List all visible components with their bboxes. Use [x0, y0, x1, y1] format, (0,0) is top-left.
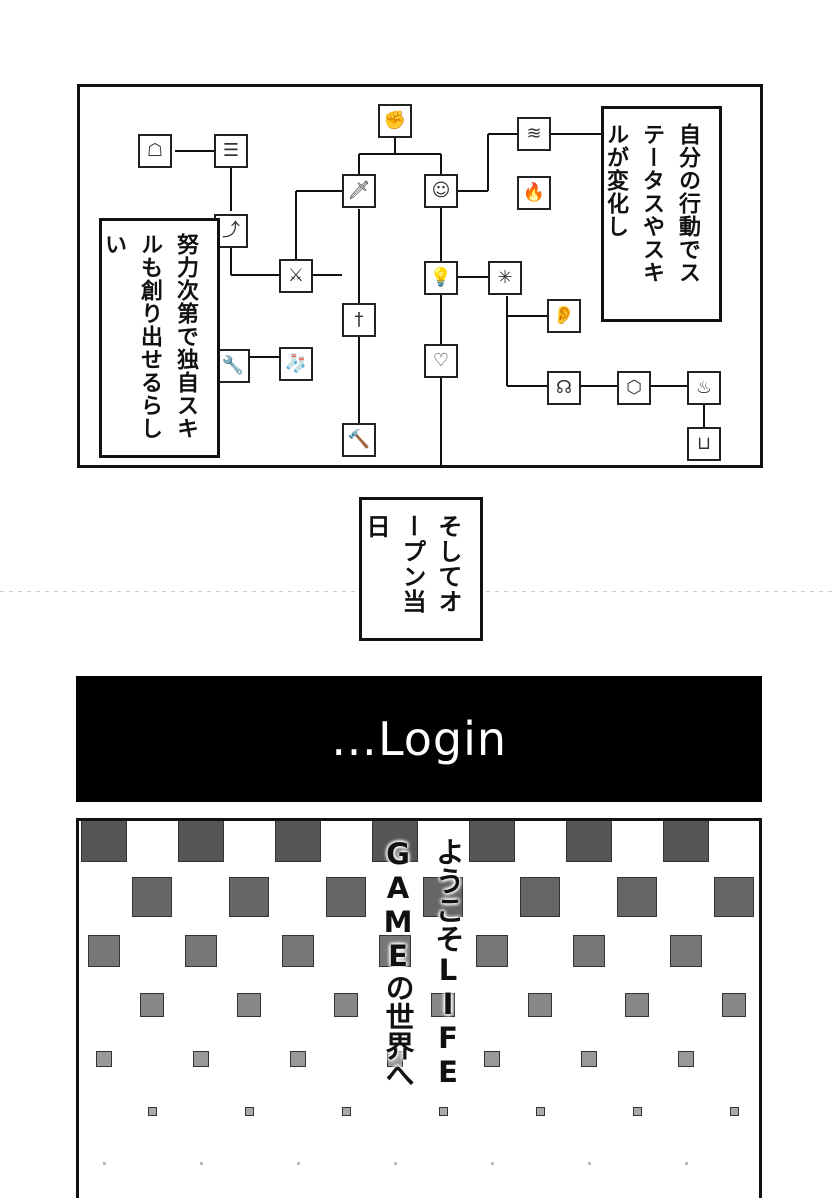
checker-square [714, 877, 754, 917]
steam-icon: ♨ [687, 371, 721, 405]
twin-swords-icon: ⚔ [279, 259, 313, 293]
caption-left: 努力次第で独自スキルも創り出せるらしい [99, 218, 220, 458]
checker-square [431, 993, 455, 1017]
checker-square [96, 1051, 112, 1067]
checker-square [140, 993, 164, 1017]
octagon-icon: ⬡ [617, 371, 651, 405]
checker-square [438, 1106, 448, 1116]
checker-square [528, 993, 552, 1017]
scroll-icon: ☰ [214, 134, 248, 168]
checker-square [379, 935, 411, 967]
checker-square [229, 877, 269, 917]
checker-square [678, 1051, 694, 1067]
fist-icon: ✊ [378, 104, 412, 138]
checker-square [334, 993, 358, 1017]
checker-square [573, 935, 605, 967]
checker-square [423, 877, 463, 917]
checker-square [282, 935, 314, 967]
checker-square [520, 877, 560, 917]
sparkle-icon: ✳ [488, 261, 522, 295]
heart-icon: ♡ [424, 344, 458, 378]
checker-square [484, 1051, 500, 1067]
checker-square [341, 1106, 351, 1116]
checker-square [490, 1161, 494, 1165]
checker-square [244, 1106, 254, 1116]
checker-square [476, 935, 508, 967]
checker-square [632, 1106, 642, 1116]
head-icon: ☺ [424, 174, 458, 208]
checker-square [372, 821, 418, 862]
bucket-icon: ⊔ [687, 427, 721, 461]
greatsword-icon: † [342, 303, 376, 337]
checker-square [88, 935, 120, 967]
hooded-figure-icon: ☖ [138, 134, 172, 168]
checker-square [178, 821, 224, 862]
fire-icon: 🔥 [517, 176, 551, 210]
welcome-panel: ようこそLIFE GAMEの世界へ [76, 818, 762, 1198]
checker-square [275, 821, 321, 862]
sock-icon: 🧦 [279, 347, 313, 381]
checker-square [393, 1161, 397, 1165]
checker-square [566, 821, 612, 862]
checker-square [684, 1161, 688, 1165]
caption-middle: そしてオープン当日 [359, 497, 483, 641]
skill-tree-panel: ✊ ☖ ☰ ⤴ ⚔ 🔧 🧦 🗡 † 🔨 ☺ ≋ 🔥 💡 ♡ ✳ 👂 ☊ ⬡ ♨ … [77, 84, 763, 468]
skill-tree-lines [175, 133, 705, 465]
checker-square [535, 1106, 545, 1116]
checker-square [722, 993, 746, 1017]
checker-square [290, 1051, 306, 1067]
bulb-icon: 💡 [424, 261, 458, 295]
checker-square [326, 877, 366, 917]
checker-square [193, 1051, 209, 1067]
wings-icon: ☊ [547, 371, 581, 405]
checker-square [617, 877, 657, 917]
checker-square [147, 1106, 157, 1116]
sword-icon: 🗡 [342, 174, 376, 208]
checker-square [185, 935, 217, 967]
checker-square [760, 818, 762, 862]
checker-square [102, 1161, 106, 1165]
checker-square [469, 821, 515, 862]
checker-square [81, 821, 127, 862]
login-banner: …Login [76, 676, 762, 802]
wind-icon: ≋ [517, 117, 551, 151]
checker-square [587, 1161, 591, 1165]
checker-square [237, 993, 261, 1017]
checker-square [663, 821, 709, 862]
ear-icon: 👂 [547, 299, 581, 333]
checker-square [387, 1051, 403, 1067]
wrench-icon: 🔧 [216, 349, 250, 383]
checker-square [670, 935, 702, 967]
checker-square [625, 993, 649, 1017]
welcome-text: ようこそLIFE GAMEの世界へ [381, 837, 465, 1089]
caption-right: 自分の行動でステータスやスキルが変化し [601, 106, 722, 322]
checker-square [296, 1161, 300, 1165]
checker-square [581, 1051, 597, 1067]
checker-square [729, 1106, 739, 1116]
checker-pattern [79, 821, 759, 1198]
login-text: …Login [330, 712, 508, 766]
checker-square [199, 1161, 203, 1165]
hammer-icon: 🔨 [342, 423, 376, 457]
checker-square [132, 877, 172, 917]
